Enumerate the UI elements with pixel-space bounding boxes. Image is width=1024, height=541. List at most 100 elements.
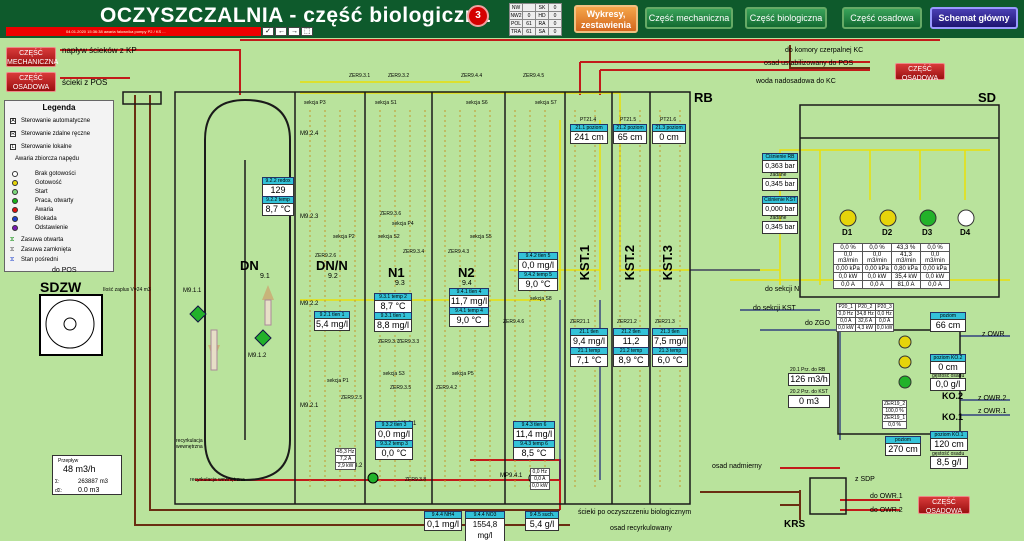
table-cell: 0,0 % (881, 421, 908, 429)
chamber-dn: DN (240, 258, 259, 273)
alarm-counter[interactable]: 3 (467, 5, 489, 27)
reports-button[interactable]: Wykresy, zestawienia (574, 5, 638, 33)
level-value: 66 cm (930, 319, 966, 332)
temp-value: 0,0 °C (375, 447, 413, 460)
sludge-part-link[interactable]: CZĘŚĆ OSADOWA (6, 72, 56, 92)
supernatant-label: woda nadosadowa do KC (756, 78, 836, 85)
table-cell: 32,6 A (854, 317, 876, 325)
valve-label: ZER21.3 (655, 319, 675, 325)
biological-part-button[interactable]: Część biologiczna (745, 7, 827, 29)
mixer-label: M9.2.3 (300, 214, 319, 220)
chamber-n2-id: 9.4 (462, 280, 472, 287)
pump-label[interactable]: MP9.4.1 (500, 473, 523, 479)
table-cell: 0,0 kW (874, 324, 895, 332)
sdzw-label: SDZW (40, 279, 82, 295)
recirculation-label: recyrkulacja wewnętrzna (190, 477, 245, 483)
table-cell: 0,0 Hz (836, 310, 856, 318)
table-cell: 7,2 A (334, 455, 357, 463)
table-cell: 0,0 kW (862, 272, 892, 281)
valve-label: ZER9.3.6 (380, 211, 402, 217)
sludge-part-link-bottom[interactable]: CZĘŚĆ OSADOWA (918, 496, 970, 515)
temp-value: 8,9 °C (613, 354, 649, 367)
chamber-dn-id: 9.1 (260, 273, 270, 280)
local-key: L (10, 144, 16, 150)
chamber-n2: N2 (458, 265, 475, 280)
flow-sum: 263887 m3 (78, 479, 109, 485)
table-cell: 45,3 Hz (334, 448, 357, 456)
oxygen-value: 5,4 mg/l (314, 318, 350, 331)
state-label: Start (35, 189, 48, 195)
pressure-label: PT21.5 (620, 117, 637, 123)
chamber-dnn: DN/N (316, 258, 348, 273)
valve-label: ZER9.3.3 (398, 339, 420, 345)
legend-valve-mid: Stan pośredni (21, 257, 59, 263)
table-cell: 0,0 A (920, 280, 950, 289)
section-label: sekcja P3 (304, 100, 326, 106)
ack-button[interactable]: ✓ (262, 27, 274, 36)
legend-title: Legenda (42, 103, 76, 112)
section-label: sekcja P1 (327, 378, 349, 384)
temp-value: 8,5 °C (513, 447, 555, 460)
table-cell: 0,00 kPa (862, 264, 892, 273)
table-cell: 0,0 % (833, 243, 863, 252)
table-cell: 41,3 m3/min (891, 251, 921, 265)
blower-d2[interactable]: D2 (882, 228, 893, 237)
state-dot (12, 171, 18, 177)
table-cell: P20_2 (854, 303, 876, 311)
legend-remote: Sterowanie zdalne ręczne (21, 131, 91, 137)
state-label: Awaria (35, 207, 54, 213)
table-cell: 0,0 m3/min (833, 251, 863, 265)
table-cell: 81,0 A (891, 280, 921, 289)
temp-value: 9,0 °C (518, 278, 558, 291)
sludge-part-link-top[interactable]: CZĘŚĆ OSADOWA (895, 63, 945, 82)
pressure-value: 0,000 bar (762, 203, 798, 216)
pos-sludge-label: osad ustabilizowany do POS (764, 60, 854, 67)
alarm-message[interactable]: 04.01.2020 15:36:38 awaria falownika pom… (6, 27, 261, 36)
table-cell: 0,80 kPa (891, 264, 921, 273)
valve-open-icon: ⧖ (10, 237, 15, 243)
table-cell: 0,0 A (833, 280, 863, 289)
mechanical-part-button[interactable]: Część mechaniczna (645, 7, 733, 29)
valve-label: ZER9.2.5 (341, 395, 363, 401)
blower-d3[interactable]: D3 (922, 228, 933, 237)
pressure-label: PT21.6 (660, 117, 677, 123)
recirc-sludge-label: osad recyrkulowany (610, 525, 672, 532)
state-dot (12, 225, 18, 231)
excess-sludge-label: osad nadmierny (712, 463, 762, 470)
section-label: sekcja S6 (466, 100, 488, 106)
flow-rb-value: 126 m3/h (788, 373, 830, 386)
table-cell: 34,8 Hz (854, 310, 876, 318)
state-label: Odstawienie (35, 225, 69, 231)
section-label: sekcja S3 (383, 371, 405, 377)
setpoint-value[interactable]: 0,345 bar (762, 178, 798, 191)
valve-closed-icon: ⧖ (10, 247, 15, 253)
table-cell: 0,0 m3/min (862, 251, 892, 265)
main-schema-button[interactable]: Schemat główny (930, 7, 1018, 29)
valve-label: ZER9.4.3 (448, 249, 470, 255)
mixer-label: M9.2.1 (300, 403, 319, 409)
valve-label: ZER9.3.7 (378, 339, 400, 345)
mechanical-part-link[interactable]: CZĘŚĆ MECHANICZNA (6, 47, 58, 67)
sludge-part-button[interactable]: Część osadowa (842, 7, 922, 29)
flow-dt: 0.0 m3 (78, 487, 100, 494)
blower-d1[interactable]: D1 (842, 228, 853, 237)
chamber-kst1: KST.1 (577, 245, 592, 281)
legend-valve-closed: Zasuwa zamknięta (21, 247, 72, 253)
valve-label: ZER9.2.6 (315, 253, 337, 259)
blower-d4[interactable]: D4 (960, 228, 971, 237)
valve-label: ZER9.4.4 (461, 73, 483, 79)
oxygen-value: 8,8 mg/l (374, 319, 412, 332)
state-label: Brak gotowości (35, 171, 76, 177)
legend-alarm-title: Awaria zbiorcza napędu (15, 156, 79, 162)
temp-value: 7,1 °C (570, 354, 608, 367)
list-button[interactable]: ⬚ (301, 27, 313, 36)
chamber-n1-id: 9.3 (395, 280, 405, 287)
prev-button[interactable]: ← (275, 27, 287, 36)
flow-kst-caption: 20.2 Prz. do KST (790, 389, 829, 395)
setpoint-value[interactable]: 0,345 bar (762, 221, 798, 234)
next-button[interactable]: → (288, 27, 300, 36)
level-value: 270 cm (885, 443, 921, 456)
from-owr1-label: z OWR.1 (978, 408, 1007, 415)
section-label: sekcja P4 (392, 221, 414, 227)
